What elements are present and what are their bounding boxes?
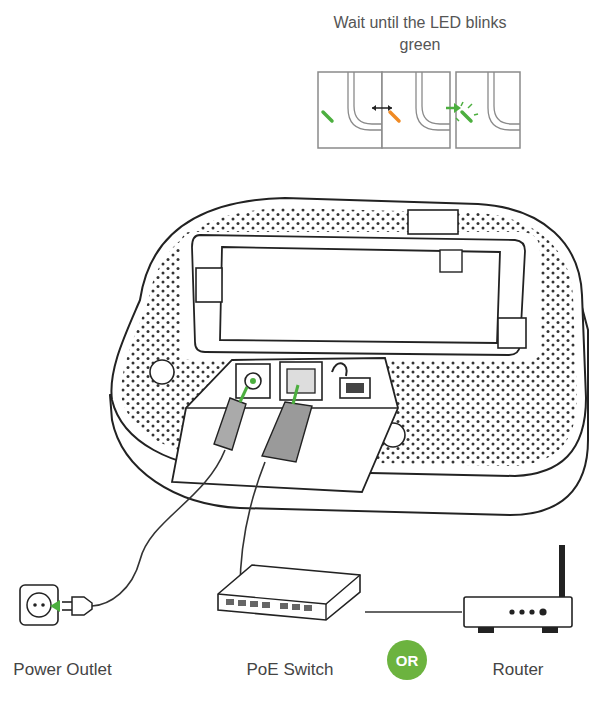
device-node: PoE Switch [215, 560, 365, 680]
device-node: Router [462, 540, 574, 680]
device-node: Power Outlet [5, 575, 120, 680]
instruction-note: Wait until the LED blinks green [330, 12, 510, 56]
power-outlet-icon [20, 585, 92, 625]
poe-switch-icon [218, 565, 360, 620]
network-cable [365, 612, 462, 613]
access-point [110, 198, 588, 515]
router-icon [464, 545, 572, 633]
device-label: Router [490, 660, 545, 680]
device-label: Power Outlet [11, 660, 113, 680]
or-bubble: OR [387, 640, 427, 680]
choice-text: OR [396, 652, 419, 669]
device-label: PoE Switch [245, 660, 336, 680]
led-sequence [318, 72, 520, 148]
